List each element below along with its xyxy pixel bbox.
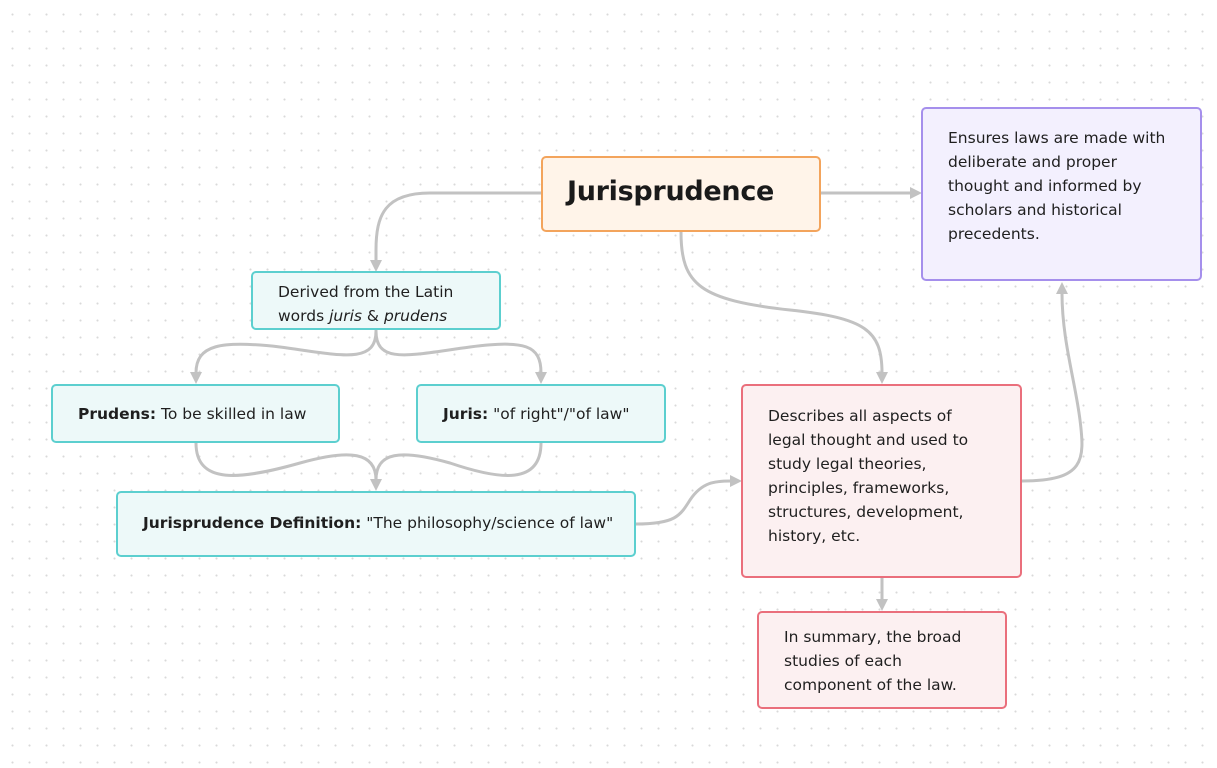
definition-text: "The philosophy/science of law" <box>361 514 614 532</box>
juris-text: "of right"/"of law" <box>488 405 630 423</box>
ensures-line-3: thought and informed by <box>948 177 1142 195</box>
describes-node[interactable]: Describes all aspects of legal thought a… <box>741 384 1022 578</box>
summary-line-2: studies of each <box>784 652 902 670</box>
jurisprudence-title-node[interactable]: Jurisprudence <box>541 156 821 232</box>
juris-node[interactable]: Juris: "of right"/"of law" <box>416 384 666 443</box>
describes-line-5: structures, development, <box>768 503 964 521</box>
definition-node[interactable]: Jurisprudence Definition: "The philosoph… <box>116 491 636 557</box>
connector-definition-to-describes <box>634 479 733 526</box>
latin-origin-line-2: words juris & prudens <box>278 304 499 328</box>
ensures-node[interactable]: Ensures laws are made with deliberate an… <box>921 107 1202 281</box>
arrowhead-juris <box>535 372 547 384</box>
summary-node[interactable]: In summary, the broad studies of each co… <box>757 611 1007 709</box>
connector-derived-to-juris <box>374 329 543 375</box>
summary-line-1: In summary, the broad <box>784 628 962 646</box>
summary-line-3: component of the law. <box>784 676 957 694</box>
describes-line-2: legal thought and used to <box>768 431 969 449</box>
ensures-line-2: deliberate and proper <box>948 153 1117 171</box>
connector-prudens-to-definition <box>194 441 378 482</box>
juris-label: Juris: <box>443 405 489 423</box>
prudens-label: Prudens: <box>78 405 157 423</box>
juris-line: Juris: "of right"/"of law" <box>443 402 664 426</box>
definition-line: Jurisprudence Definition: "The philosoph… <box>143 511 634 535</box>
connector-derived-to-prudens <box>194 329 378 375</box>
latin-origin-node[interactable]: Derived from the Latin words juris & pru… <box>251 271 501 330</box>
prudens-node[interactable]: Prudens: To be skilled in law <box>51 384 340 443</box>
describes-line-1: Describes all aspects of <box>768 407 952 425</box>
ensures-line-1: Ensures laws are made with <box>948 129 1166 147</box>
arrowhead-ensures-bottom <box>1056 282 1068 294</box>
prudens-line: Prudens: To be skilled in law <box>78 402 338 426</box>
arrowhead-definition <box>370 479 382 491</box>
arrowhead-summary <box>876 599 888 611</box>
describes-line-3: study legal theories, <box>768 455 927 473</box>
connector-title-to-describes <box>679 230 884 375</box>
definition-label: Jurisprudence Definition: <box>143 514 362 532</box>
describes-line-4: principles, frameworks, <box>768 479 950 497</box>
arrowhead-describes-top <box>876 372 888 384</box>
latin-word-prudens: prudens <box>383 307 448 325</box>
connector-describes-to-ensures <box>1020 291 1084 483</box>
ensures-line-4: scholars and historical <box>948 201 1122 219</box>
arrowhead-prudens <box>190 372 202 384</box>
arrowhead-ensures <box>910 187 922 199</box>
prudens-text: To be skilled in law <box>156 405 307 423</box>
latin-word-juris: juris <box>329 307 362 325</box>
jurisprudence-title: Jurisprudence <box>567 176 775 207</box>
connector-juris-to-definition <box>374 441 543 482</box>
arrowhead-describes-left <box>730 475 742 487</box>
connector-title-to-derived <box>374 191 543 263</box>
latin-origin-line-1: Derived from the Latin <box>278 283 454 301</box>
ensures-line-5: precedents. <box>948 225 1040 243</box>
latin-origin-words-prefix: words <box>278 307 330 325</box>
arrowhead-derived <box>370 260 382 272</box>
describes-line-6: history, etc. <box>768 527 861 545</box>
latin-origin-ampersand: & <box>362 307 384 325</box>
